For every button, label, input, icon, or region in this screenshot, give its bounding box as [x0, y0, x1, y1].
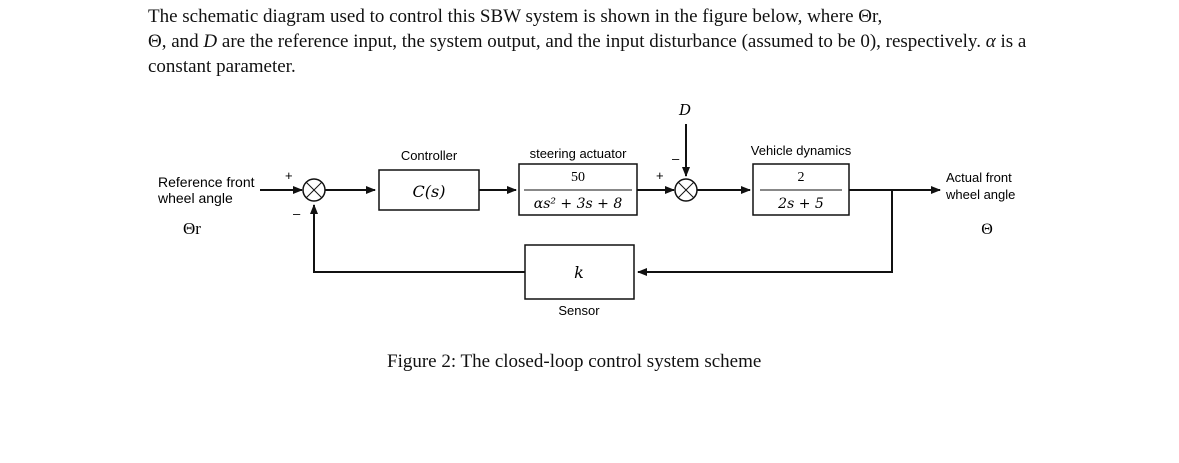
output-label-line1: Actual front: [946, 170, 1012, 185]
figure-caption: Figure 2: The closed-loop control system…: [387, 351, 762, 372]
sum2-minus-sign: –: [672, 151, 680, 166]
disturbance-label: D: [678, 101, 691, 119]
actuator-numerator: 50: [571, 170, 585, 185]
sum1-plus-sign: +: [285, 168, 293, 183]
input-symbol: Θr: [183, 219, 201, 238]
sensor-block: [524, 244, 635, 300]
intro-text-4: are the reference input, the system outp…: [217, 31, 986, 52]
vehicle-denominator: 2s + 5: [777, 196, 824, 212]
sensor-transfer-function: k: [574, 263, 584, 282]
intro-symbol-disturbance: D: [203, 31, 218, 52]
vehicle-label: Vehicle dynamics: [751, 143, 852, 158]
intro-text-3: , and: [161, 31, 204, 52]
actuator-denominator: αs² + 3s + 8: [534, 196, 623, 212]
summing-junction-2-cross-b: [677, 181, 695, 199]
intro-symbol-alpha: α: [985, 31, 996, 52]
sum1-minus-sign: –: [293, 206, 301, 221]
actuator-label: steering actuator: [530, 146, 628, 161]
intro-text-1: The schematic diagram used to control th…: [148, 6, 859, 27]
input-label-line1: Reference front: [158, 174, 255, 190]
input-label-line2: wheel angle: [157, 190, 233, 206]
output-label-line2: wheel angle: [945, 187, 1015, 202]
sensor-label: Sensor: [558, 303, 600, 318]
feedback-path-to-sum1: [310, 204, 525, 273]
controller-label: Controller: [401, 148, 458, 163]
intro-symbol-output: Θ: [148, 31, 162, 52]
intro-text-2: ,: [877, 6, 883, 27]
feedback-path-to-sensor: [637, 190, 893, 276]
controller-transfer-function: C(s): [413, 182, 446, 201]
output-symbol: Θ: [981, 221, 993, 238]
intro-paragraph: The schematic diagram used to control th…: [148, 4, 1048, 79]
vehicle-numerator: 2: [798, 170, 805, 185]
sum2-plus-sign: +: [656, 168, 664, 183]
intro-text-5: is a constant parameter.: [148, 31, 1027, 77]
summing-junction-1-cross-b: [305, 181, 323, 199]
intro-symbol-reference: Θr: [858, 6, 878, 27]
